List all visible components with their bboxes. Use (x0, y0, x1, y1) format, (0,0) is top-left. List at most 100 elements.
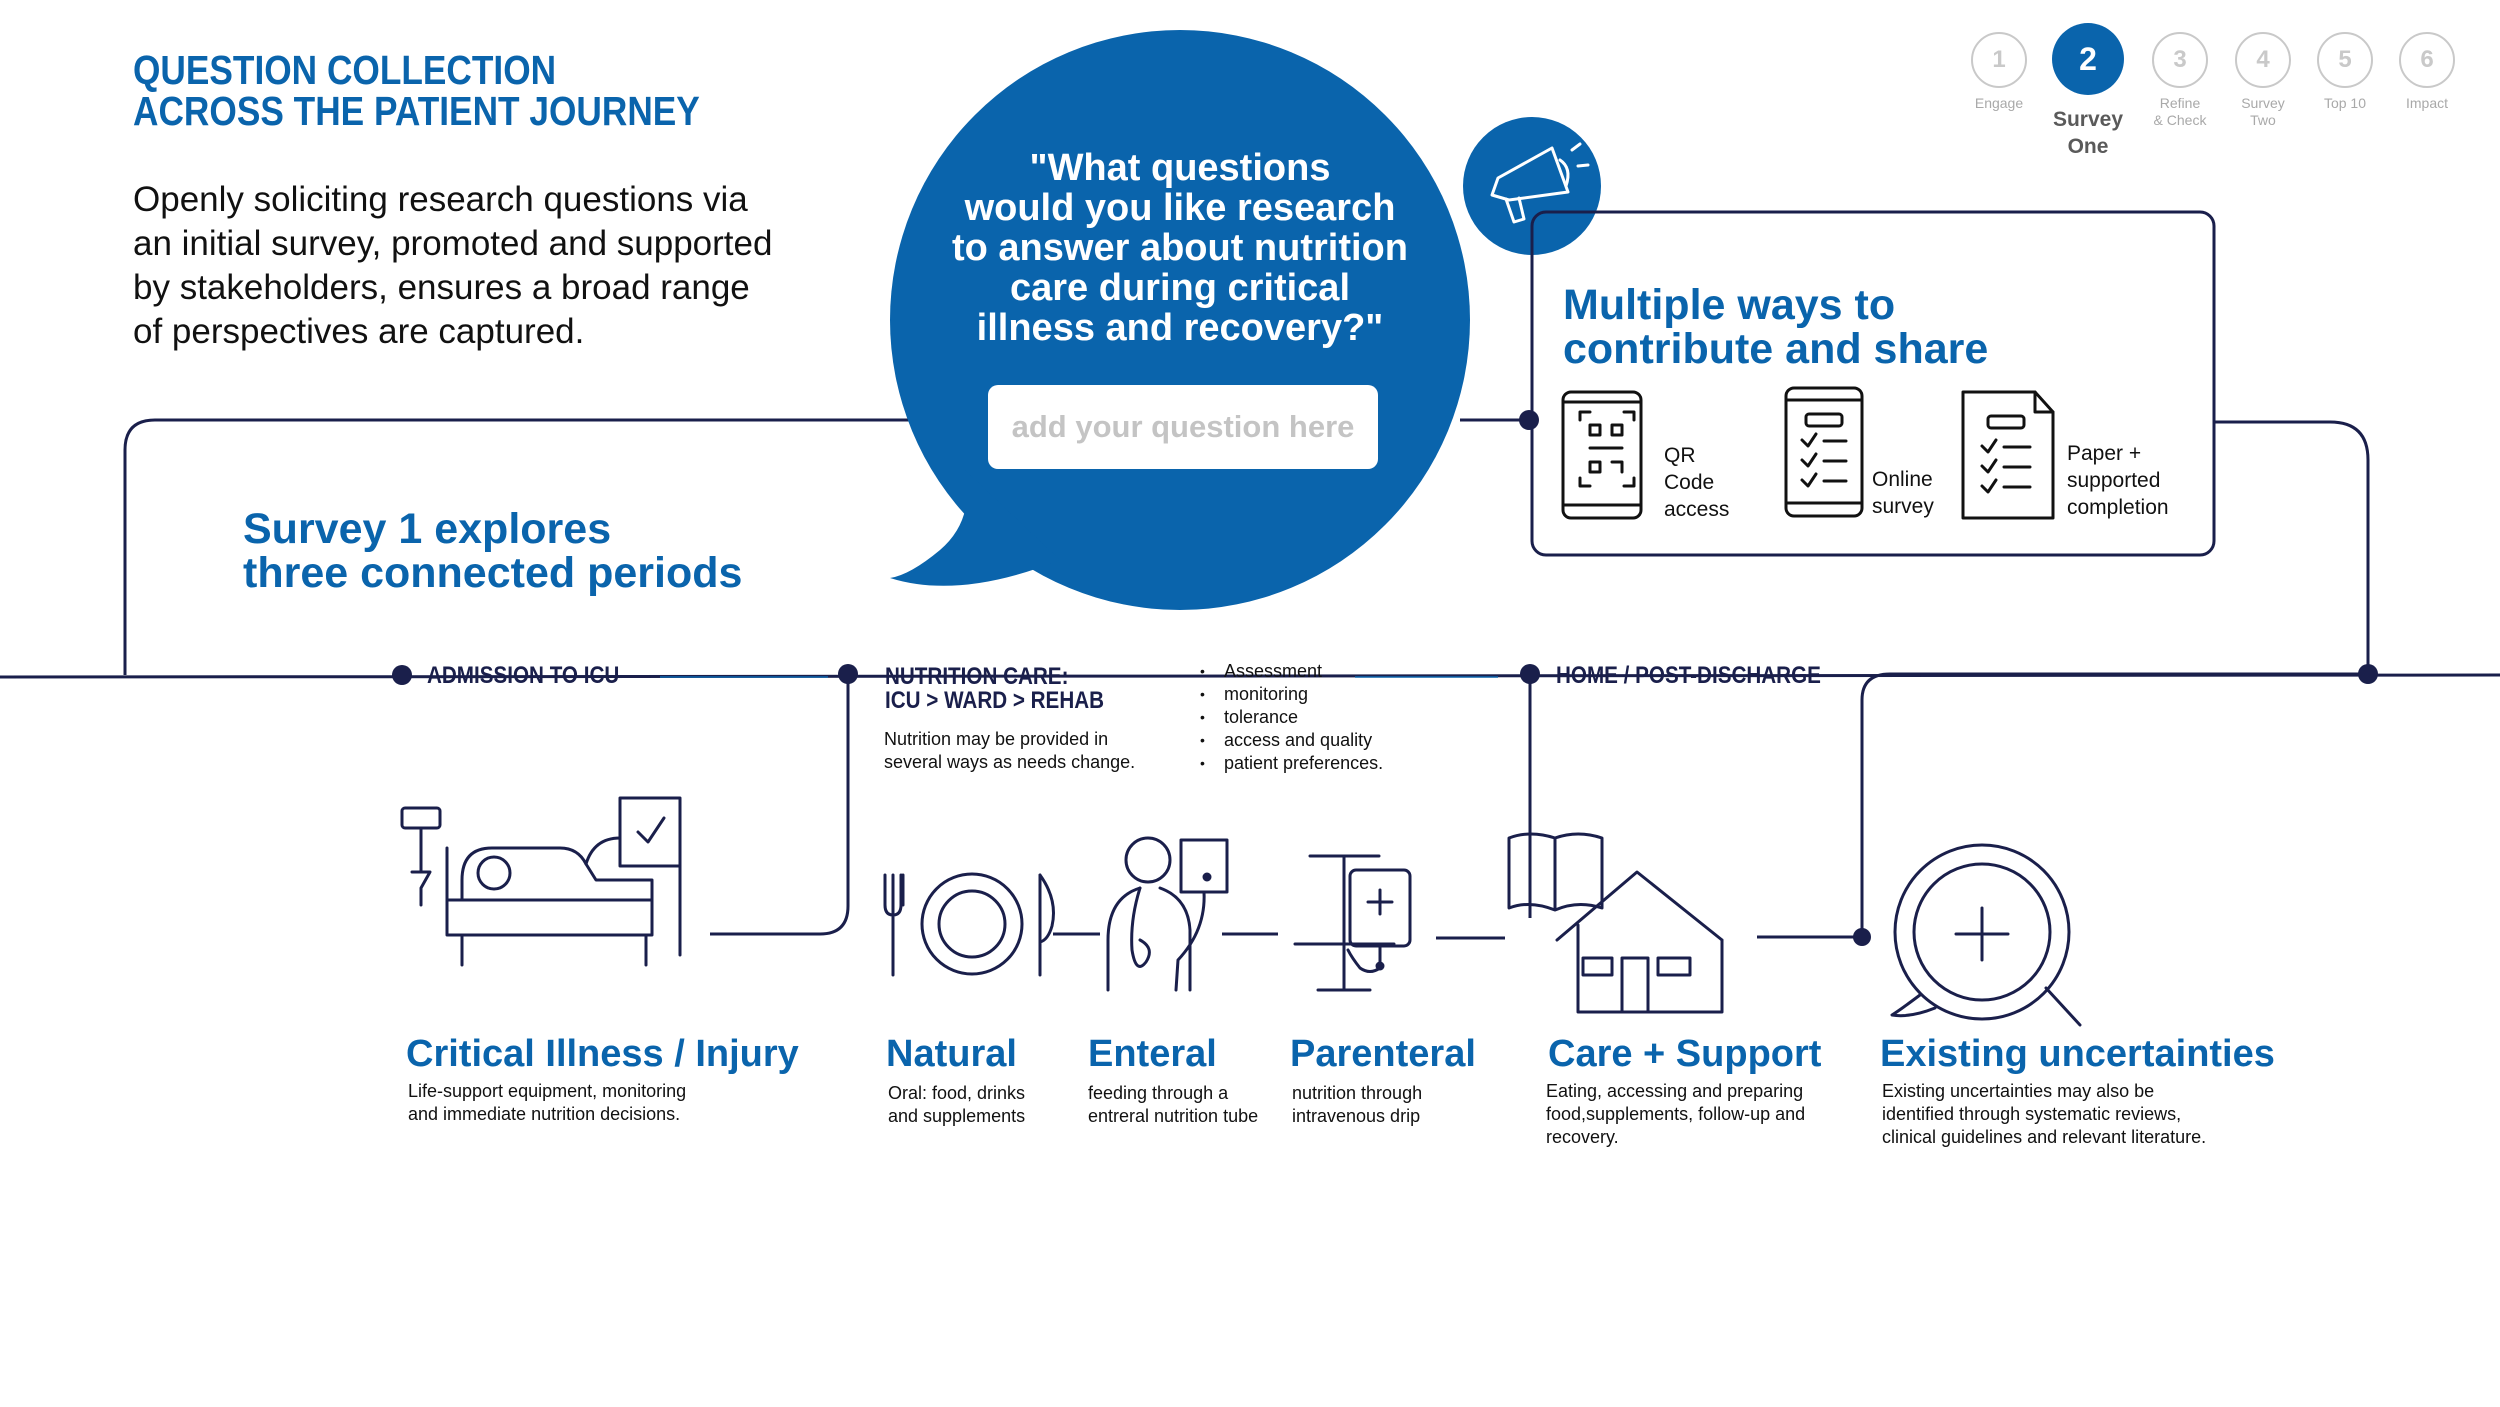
step-3-label-line2: & Check (2153, 112, 2207, 128)
survey-periods-title: Survey 1 explores three connected period… (243, 507, 742, 595)
survey-periods-title-line1: Survey 1 explores (243, 505, 612, 553)
connector-care-uncertainty (1757, 672, 2368, 939)
hospital-bed-icon (400, 796, 682, 967)
survey-periods-title-line2: three connected periods (243, 549, 743, 597)
category-title-uncertainties: Existing uncertainties (1880, 1033, 2275, 1075)
period-nutrition: NUTRITION CARE: ICU > WARD > REHAB (885, 665, 1104, 713)
category-desc-line: identified through systematic reviews, (1882, 1104, 2182, 1124)
plate-cutlery-icon (883, 872, 1055, 977)
page-title-line1: QUESTION COLLECTION (133, 47, 557, 93)
category-title-natural: Natural (886, 1033, 1017, 1075)
category-title-parenteral: Parenteral (1290, 1033, 1476, 1075)
nutrition-description-line: several ways as needs change. (884, 752, 1136, 772)
bubble-question: "What questions would you like research … (910, 148, 1450, 348)
category-desc-line: Existing uncertainties may also be (1882, 1081, 2155, 1101)
bubble-question-line: care during critical (1009, 267, 1350, 309)
category-title-critical: Critical Illness / Injury (406, 1033, 799, 1075)
category-desc-line: Life-support equipment, monitoring (408, 1081, 687, 1101)
question-input-placeholder: add your question here (1011, 409, 1355, 444)
node-right (2358, 664, 2378, 684)
step-5[interactable]: 5 (2317, 32, 2373, 88)
question-input[interactable]: add your question here (988, 385, 1378, 469)
node-admission (392, 665, 412, 685)
category-desc-line: nutrition through (1292, 1083, 1423, 1103)
nutrition-bullet-list: Assessment monitoring tolerance access a… (1200, 660, 1383, 775)
connector-left-loop (123, 418, 975, 675)
intro-line: of perspectives are captured. (133, 312, 585, 351)
category-desc-care: Eating, accessing and preparing food,sup… (1546, 1080, 1805, 1149)
category-desc-line: Eating, accessing and preparing (1546, 1081, 1804, 1101)
period-admission: ADMISSION TO ICU (427, 662, 620, 689)
node-contribute (1519, 410, 1539, 430)
category-desc-line: Oral: food, drinks (888, 1083, 1026, 1103)
contribute-title: Multiple ways to contribute and share (1563, 283, 1988, 371)
step-3-label-line1: Refine (2159, 95, 2201, 111)
category-desc-line: feeding through a (1088, 1083, 1229, 1103)
period-home: HOME / POST-DISCHARGE (1556, 662, 1821, 689)
qr-code-phone-icon (1561, 390, 1643, 520)
bubble-question-line: would you like research (964, 187, 1396, 229)
way-label-line: access (1664, 498, 1730, 521)
period-nutrition-line1: NUTRITION CARE: (885, 663, 1069, 690)
home-book-icon (1507, 832, 1724, 1014)
way-label-paper: Paper + supported completion (2067, 440, 2169, 521)
online-survey-phone-icon (1784, 386, 1864, 518)
nutrition-bullet: monitoring (1200, 683, 1383, 706)
category-desc-line: clinical guidelines and relevant literat… (1882, 1127, 2207, 1147)
step-2[interactable]: 2 (2052, 23, 2124, 95)
way-label-line: completion (2067, 496, 2169, 519)
intro-text: Openly soliciting research questions via… (133, 178, 813, 354)
category-desc-line: food,supplements, follow-up and (1546, 1104, 1806, 1124)
nutrition-description: Nutrition may be provided in several way… (884, 728, 1135, 774)
category-desc-enteral: feeding through a entreral nutrition tub… (1088, 1082, 1258, 1128)
step-6[interactable]: 6 (2399, 32, 2455, 88)
way-label-line: supported (2067, 469, 2161, 492)
category-desc-line: recovery. (1546, 1127, 1619, 1147)
category-desc-natural: Oral: food, drinks and supplements (888, 1082, 1025, 1128)
category-desc-line: entreral nutrition tube (1088, 1106, 1259, 1126)
nutrition-bullet: tolerance (1200, 706, 1383, 729)
way-label-line: survey (1872, 495, 1934, 518)
magnifier-plus-icon (1890, 843, 2082, 1027)
bubble-question-line: illness and recovery?" (976, 307, 1384, 349)
contribute-title-line2: contribute and share (1563, 325, 1989, 373)
step-1[interactable]: 1 (1971, 32, 2027, 88)
category-desc-line: and immediate nutrition decisions. (408, 1104, 681, 1124)
page-title: QUESTION COLLECTION ACROSS THE PATIENT J… (133, 50, 700, 132)
way-label-online: Online survey (1872, 466, 1934, 520)
intro-line: an initial survey, promoted and supporte… (133, 224, 773, 263)
nutrition-bullet: patient preferences. (1200, 752, 1383, 775)
nutrition-description-line: Nutrition may be provided in (884, 729, 1109, 749)
bubble-question-line: to answer about nutrition (952, 227, 1408, 269)
page-title-line2: ACROSS THE PATIENT JOURNEY (133, 88, 700, 134)
step-1-label: Engage (1974, 95, 2024, 111)
step-4-label-line2: Two (2250, 112, 2276, 128)
step-2-label-line2: One (2067, 135, 2109, 158)
contribute-box (1530, 210, 2216, 557)
connector-bed (710, 674, 850, 936)
category-desc-uncertainties: Existing uncertainties may also be ident… (1882, 1080, 2206, 1149)
nutrition-bullet: access and quality (1200, 729, 1383, 752)
step-4-label: Survey Two (2218, 95, 2308, 129)
step-4[interactable]: 4 (2235, 32, 2291, 88)
paper-form-icon (1961, 390, 2055, 520)
contribute-title-line1: Multiple ways to (1563, 281, 1896, 329)
way-label-line: Paper + (2067, 442, 2142, 465)
step-3-label: Refine & Check (2135, 95, 2225, 129)
intro-line: Openly soliciting research questions via (133, 180, 748, 219)
step-6-label: Impact (2405, 95, 2448, 111)
iv-drip-icon (1293, 854, 1412, 992)
way-label-line: QR (1664, 444, 1696, 467)
step-3[interactable]: 3 (2152, 32, 2208, 88)
period-nutrition-line2: ICU > WARD > REHAB (885, 687, 1105, 714)
node-care-uncertainty (1853, 928, 1871, 946)
way-label-line: Online (1872, 468, 1933, 491)
step-4-label-line1: Survey (2241, 95, 2285, 111)
category-title-care: Care + Support (1548, 1033, 1822, 1075)
connector-box-right (2214, 420, 2370, 674)
bubble-question-line: "What questions (1029, 147, 1331, 189)
nutrition-bullet: Assessment (1200, 660, 1383, 683)
step-2-label: Survey One (2043, 106, 2133, 160)
step-2-label-line1: Survey (2052, 108, 2124, 131)
step-5-label: Top 10 (2323, 95, 2367, 111)
